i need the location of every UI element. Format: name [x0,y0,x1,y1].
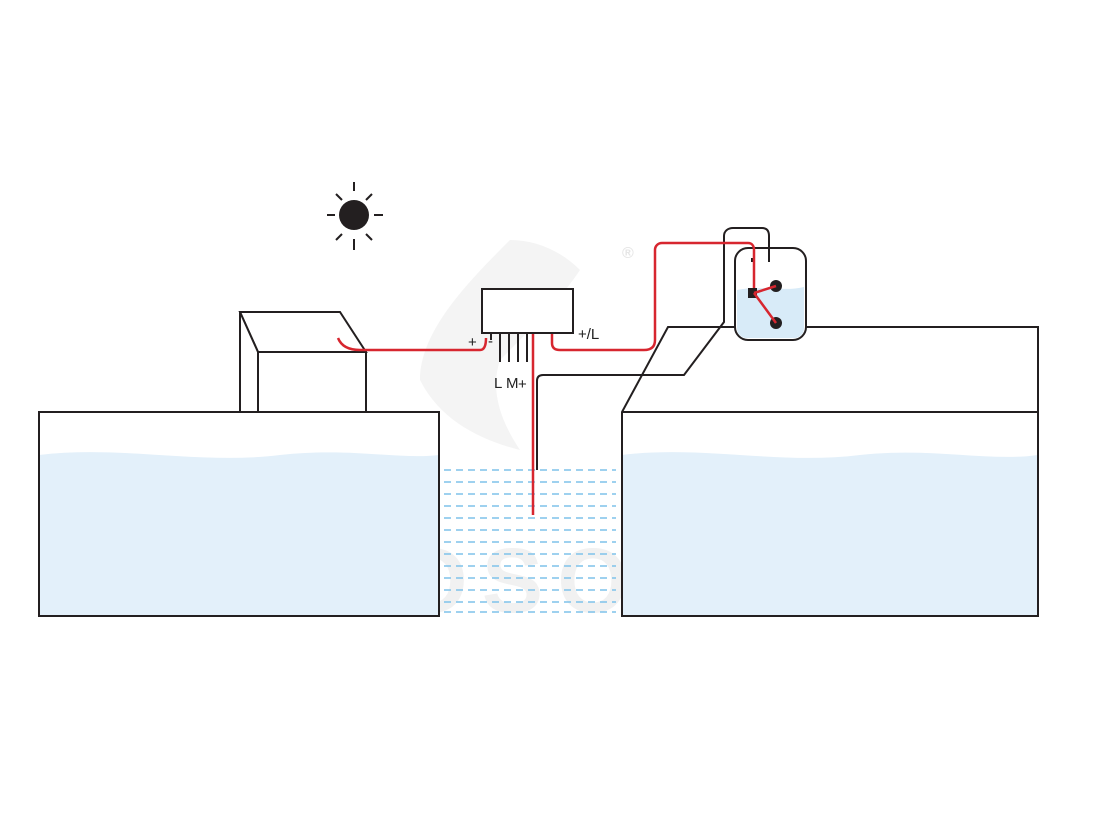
right-tank-water [622,452,1038,615]
right-water-tank [621,326,1039,617]
float-switch-icon [723,227,807,341]
label-plus: + [468,334,477,351]
label-m: M [506,375,519,392]
sun-icon [327,182,383,250]
red-wires [336,241,756,515]
wire-pump-to-controller [336,337,488,352]
left-tank-water [39,452,439,615]
float-switch-cable [536,300,725,470]
label-minus: - [488,333,493,350]
channel-water [444,469,616,613]
pump-box [238,311,368,413]
controller-box [481,288,574,362]
label-probe-plus: + [518,376,527,393]
right-tank-outline [621,326,1039,617]
label-right-terminal: +/L [578,326,599,343]
wire-controller-to-switch [550,241,756,352]
label-l: L [494,375,502,392]
watermark-registered: ® [622,245,634,262]
left-water-tank [38,411,440,617]
